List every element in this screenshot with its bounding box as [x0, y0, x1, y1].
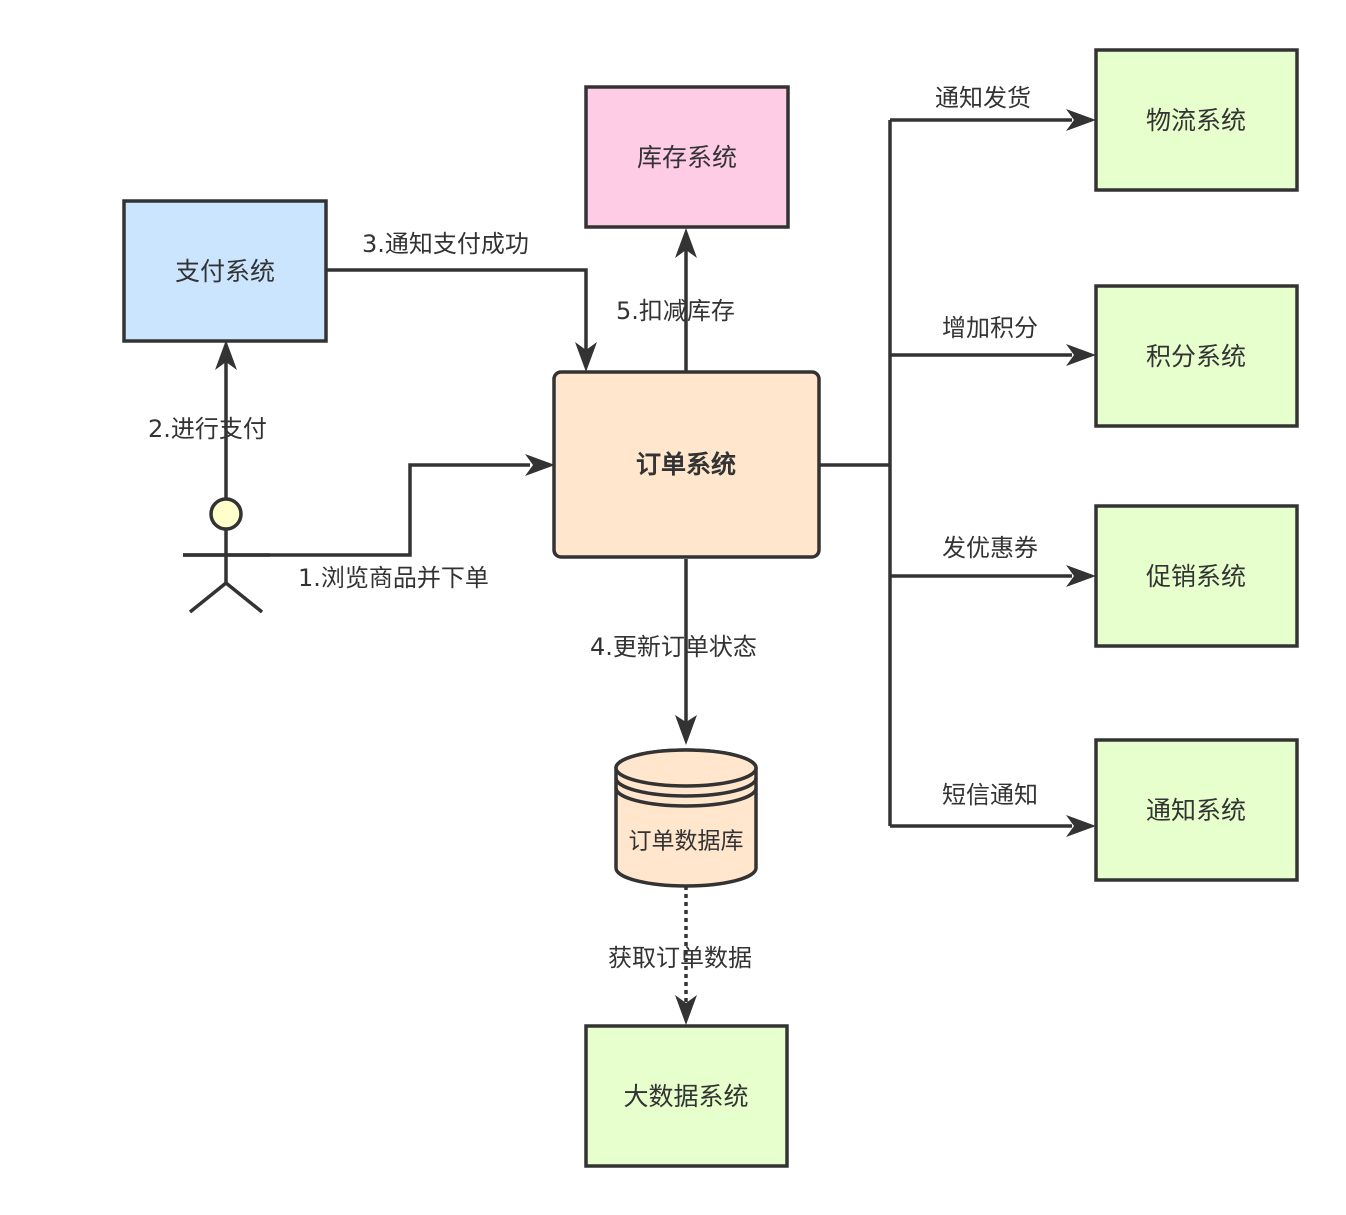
order-system-label: 订单系统 — [636, 450, 736, 479]
notification-system-label: 通知系统 — [1146, 796, 1246, 825]
bigdata-system-label: 大数据系统 — [623, 1082, 748, 1111]
points-system-label: 积分系统 — [1146, 342, 1246, 371]
actor-head — [209, 497, 243, 531]
edge-sms-arrowhead — [1066, 815, 1096, 837]
edge-coupon-arrowhead — [1066, 565, 1096, 587]
edge-add-points-arrowhead — [1066, 344, 1096, 366]
edge-label-update-status: 4.更新订单状态 — [590, 633, 757, 661]
edge-browse-order — [183, 463, 530, 557]
edge-label-pay: 2.进行支付 — [148, 415, 267, 443]
payment-system-box — [122, 199, 328, 343]
logistics-system-label: 物流系统 — [1146, 106, 1246, 135]
order-database: 订单数据库 — [614, 748, 758, 888]
logistics-system-box — [1094, 48, 1299, 192]
edge-notify-paid — [326, 268, 588, 350]
bigdata-system-box — [584, 1024, 789, 1168]
edge-label-deduct-stock: 5.扣减库存 — [616, 297, 735, 325]
order-system-box — [552, 370, 821, 559]
edge-notify-paid-arrowhead — [575, 342, 597, 372]
edge-label-ship: 通知发货 — [935, 84, 1031, 112]
order-database-label: 订单数据库 — [629, 829, 744, 855]
payment-system-label: 支付系统 — [175, 257, 275, 286]
edge-label-sms: 短信通知 — [942, 781, 1038, 809]
edge-label-browse-order: 1.浏览商品并下单 — [298, 564, 489, 592]
customer-actor — [183, 497, 270, 614]
edge-fetch-data-arrowhead — [675, 995, 697, 1025]
points-system-box — [1094, 284, 1299, 428]
edge-label-notify-paid: 3.通知支付成功 — [362, 230, 529, 258]
edge-deduct-stock-arrowhead — [675, 228, 697, 258]
edge-label-coupon: 发优惠券 — [942, 534, 1038, 562]
edge-ship-arrowhead — [1066, 109, 1096, 131]
edge-label-fetch-data: 获取订单数据 — [608, 944, 752, 972]
inventory-system-label: 库存系统 — [637, 143, 737, 172]
edge-label-add-points: 增加积分 — [942, 314, 1038, 342]
edge-browse-order-arrowhead — [525, 454, 555, 476]
notification-system-box — [1094, 738, 1299, 882]
inventory-system-box — [584, 85, 790, 229]
edge-pay-arrowhead — [215, 340, 237, 370]
promotion-system-label: 促销系统 — [1146, 562, 1246, 591]
promotion-system-box — [1094, 504, 1299, 648]
edge-update-status-arrowhead — [675, 715, 697, 745]
